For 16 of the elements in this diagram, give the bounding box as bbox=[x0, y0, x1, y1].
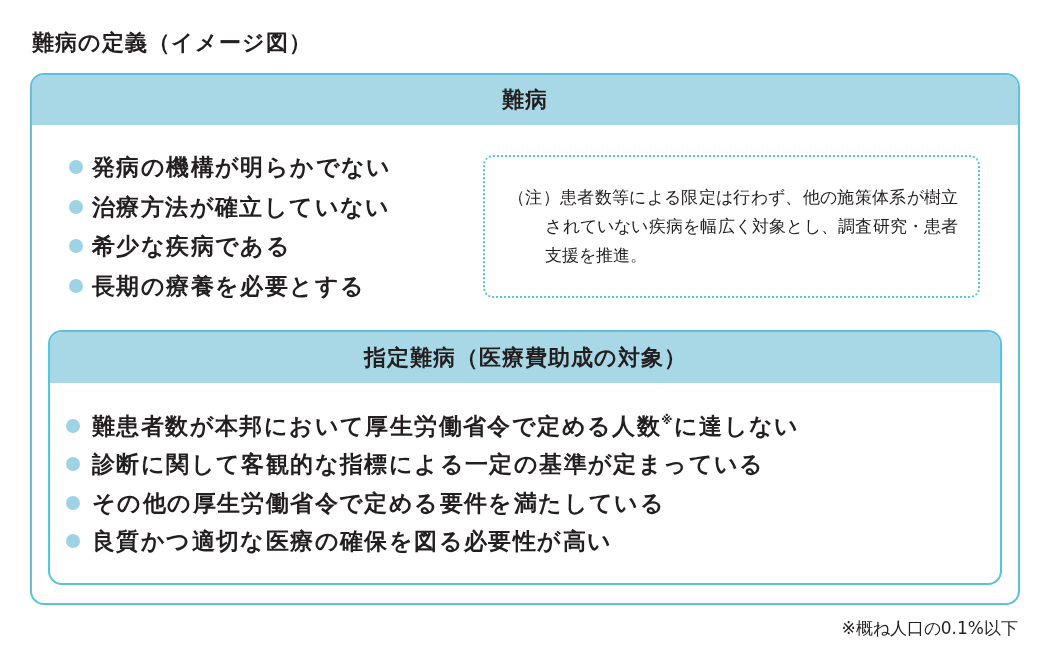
list-item: 診断に関して客観的な指標による一定の基準が定まっている bbox=[92, 450, 765, 480]
list-item: 良質かつ適切な医療の確保を図る必要性が高い bbox=[92, 526, 613, 556]
footnote: ※概ね人口の0.1%以下 bbox=[841, 617, 1018, 639]
note-text: （注）患者数等による限定は行わず、他の施策体系が樹立されていない疾病を幅広く対象とし、調査研究・患者支援を推進。 bbox=[508, 186, 959, 267]
panel-header: 難病 bbox=[32, 75, 1018, 125]
panel-box bbox=[48, 330, 1002, 585]
panel-header: 指定難病（医療費助成の対象） bbox=[50, 332, 1000, 383]
list-item: その他の厚生労働省令で定める要件を満たしている bbox=[92, 488, 666, 518]
list-item: 希少な疾病である bbox=[92, 232, 292, 261]
list-item: 発病の機構が明らかでない bbox=[92, 153, 392, 182]
list-item: 長期の療養を必要とする bbox=[92, 271, 366, 301]
diagram-title: 難病の定義（イメージ図） bbox=[32, 30, 312, 56]
panel-box bbox=[30, 73, 1020, 605]
list-item: 治療方法が確立していない bbox=[92, 192, 391, 222]
list-item: 難患者数が本邦において厚生労働省令で定める人数$^{※}$に達しない bbox=[92, 411, 800, 441]
note-box bbox=[483, 155, 980, 298]
